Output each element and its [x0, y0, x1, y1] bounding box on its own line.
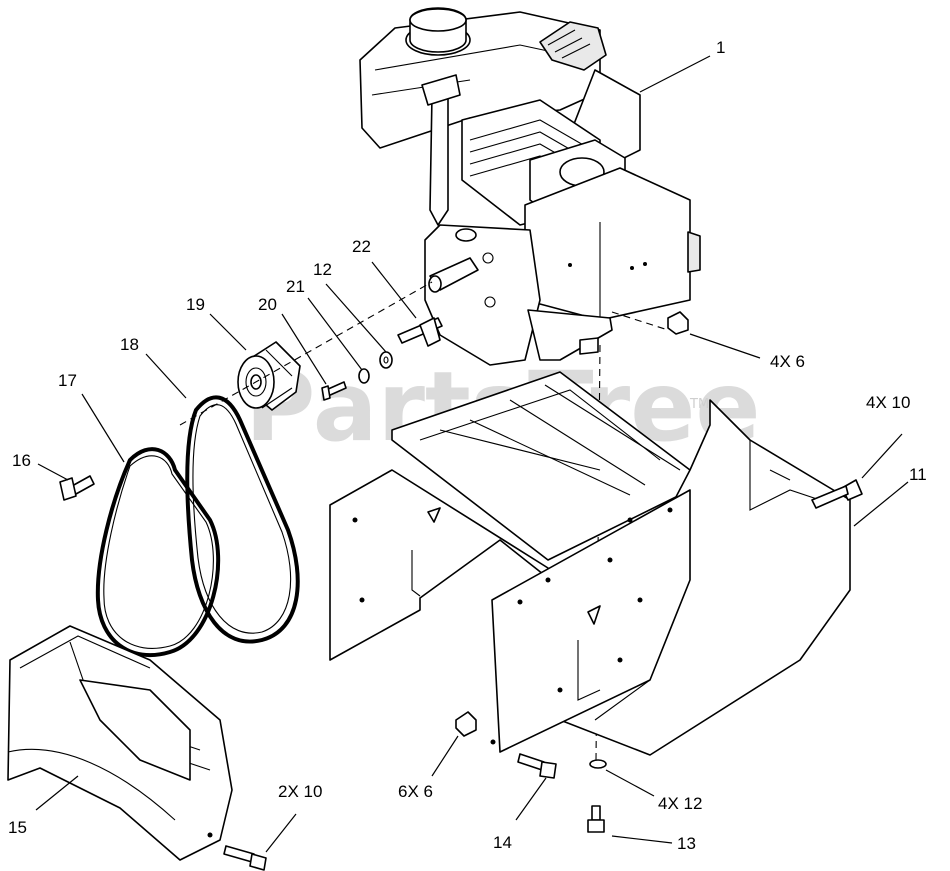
- callout-frame-housing: 11: [909, 465, 927, 484]
- nut-4x6-part: [667, 311, 689, 335]
- watermark-trademark: TM: [689, 397, 709, 412]
- key-bracket: [419, 317, 441, 347]
- pulley-part: [237, 341, 301, 411]
- washer-12-part: [379, 351, 393, 369]
- callout-lock-washer: 21: [286, 277, 305, 296]
- callout-pulley: 19: [186, 295, 205, 314]
- belt-18-part: [185, 395, 300, 644]
- engine-assembly: [359, 7, 701, 366]
- screw-13-part: [587, 805, 605, 833]
- callout-engine: 1: [716, 38, 725, 57]
- callout-qty-4x12: 4X 12: [658, 794, 702, 813]
- belt-17-part: [95, 447, 221, 658]
- screw-2x10-part: [223, 845, 267, 871]
- callout-screw-13: 13: [677, 834, 696, 853]
- screw-14-part: [517, 753, 557, 779]
- bolt-4x10-part: [811, 479, 863, 509]
- callout-qty-4x10: 4X 10: [866, 393, 910, 412]
- screw-20-part: [321, 381, 347, 401]
- callout-screw-20: 20: [258, 295, 277, 314]
- nut-6x6-part: [455, 711, 477, 737]
- callout-key: 22: [352, 237, 371, 256]
- callout-qty-6x6: 6X 6: [398, 782, 433, 801]
- callouts: 1 11 12 13 14 15 16 17 18 19 20 21 22 4X…: [8, 38, 927, 853]
- callout-washer-12: 12: [313, 260, 332, 279]
- callout-belt-17: 17: [58, 371, 77, 390]
- screw-16-part: [59, 475, 95, 501]
- callout-screw-14: 14: [493, 833, 512, 852]
- callout-qty-4x6: 4X 6: [770, 352, 805, 371]
- washer-4x12-part: [589, 759, 607, 769]
- callout-qty-2x10: 2X 10: [278, 782, 322, 801]
- callout-belt-18: 18: [120, 335, 139, 354]
- frame-assembly: [329, 371, 851, 756]
- callout-belt-cover: 15: [8, 818, 27, 837]
- lock-washer-part: [358, 368, 370, 384]
- belt-cover-part: [7, 625, 233, 861]
- callout-screw-16: 16: [12, 451, 31, 470]
